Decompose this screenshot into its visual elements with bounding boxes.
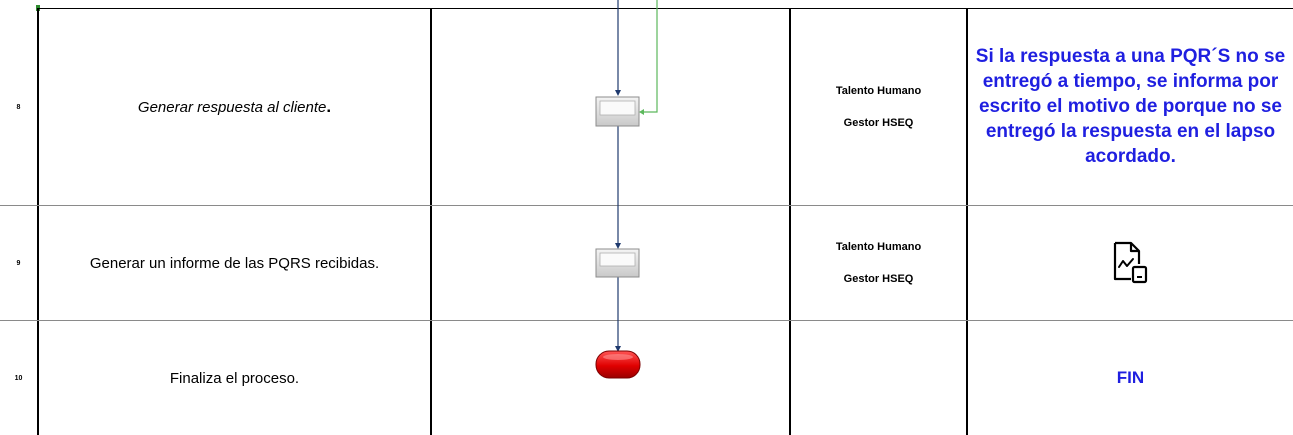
row-divider-2	[0, 320, 1293, 321]
row-number: 10	[14, 374, 23, 382]
flow-connector	[615, 126, 621, 249]
feedback-connector	[639, 0, 658, 115]
end-label: FIN	[1116, 368, 1145, 387]
responsible-cell: Talento Humano Gestor HSEQ	[791, 206, 966, 320]
activity-text: Finaliza el proceso.	[169, 369, 300, 387]
responsible-label: Talento Humano	[835, 241, 922, 253]
process-box	[595, 96, 640, 127]
activity-text: Generar un informe de las PQRS recibidas…	[89, 254, 380, 272]
column-divider-3	[789, 8, 791, 435]
flow-connector	[615, 0, 621, 96]
column-divider-2	[430, 8, 432, 435]
process-box	[595, 248, 640, 278]
column-divider-1	[37, 8, 39, 435]
responsible-label: Gestor HSEQ	[843, 117, 914, 129]
table-top-border	[38, 8, 1293, 9]
observation-cell	[968, 206, 1293, 320]
activity-suffix: .	[326, 97, 332, 116]
row-divider-1	[0, 205, 1293, 206]
row-number: 9	[16, 259, 21, 267]
responsible-label: Gestor HSEQ	[843, 273, 914, 285]
activity-cell: Generar respuesta al cliente.	[39, 9, 430, 205]
row-number: 8	[16, 103, 21, 111]
column-divider-4	[966, 8, 968, 435]
flow-connector	[615, 277, 621, 352]
terminator-shape	[595, 350, 641, 379]
observation-text: Si la respuesta a una PQR´S no se entreg…	[975, 45, 1286, 167]
document-chart-icon	[1113, 241, 1147, 284]
responsible-cell: Talento Humano Gestor HSEQ	[791, 9, 966, 205]
activity-text: Generar respuesta al cliente	[137, 98, 327, 116]
responsible-label: Talento Humano	[835, 85, 922, 97]
